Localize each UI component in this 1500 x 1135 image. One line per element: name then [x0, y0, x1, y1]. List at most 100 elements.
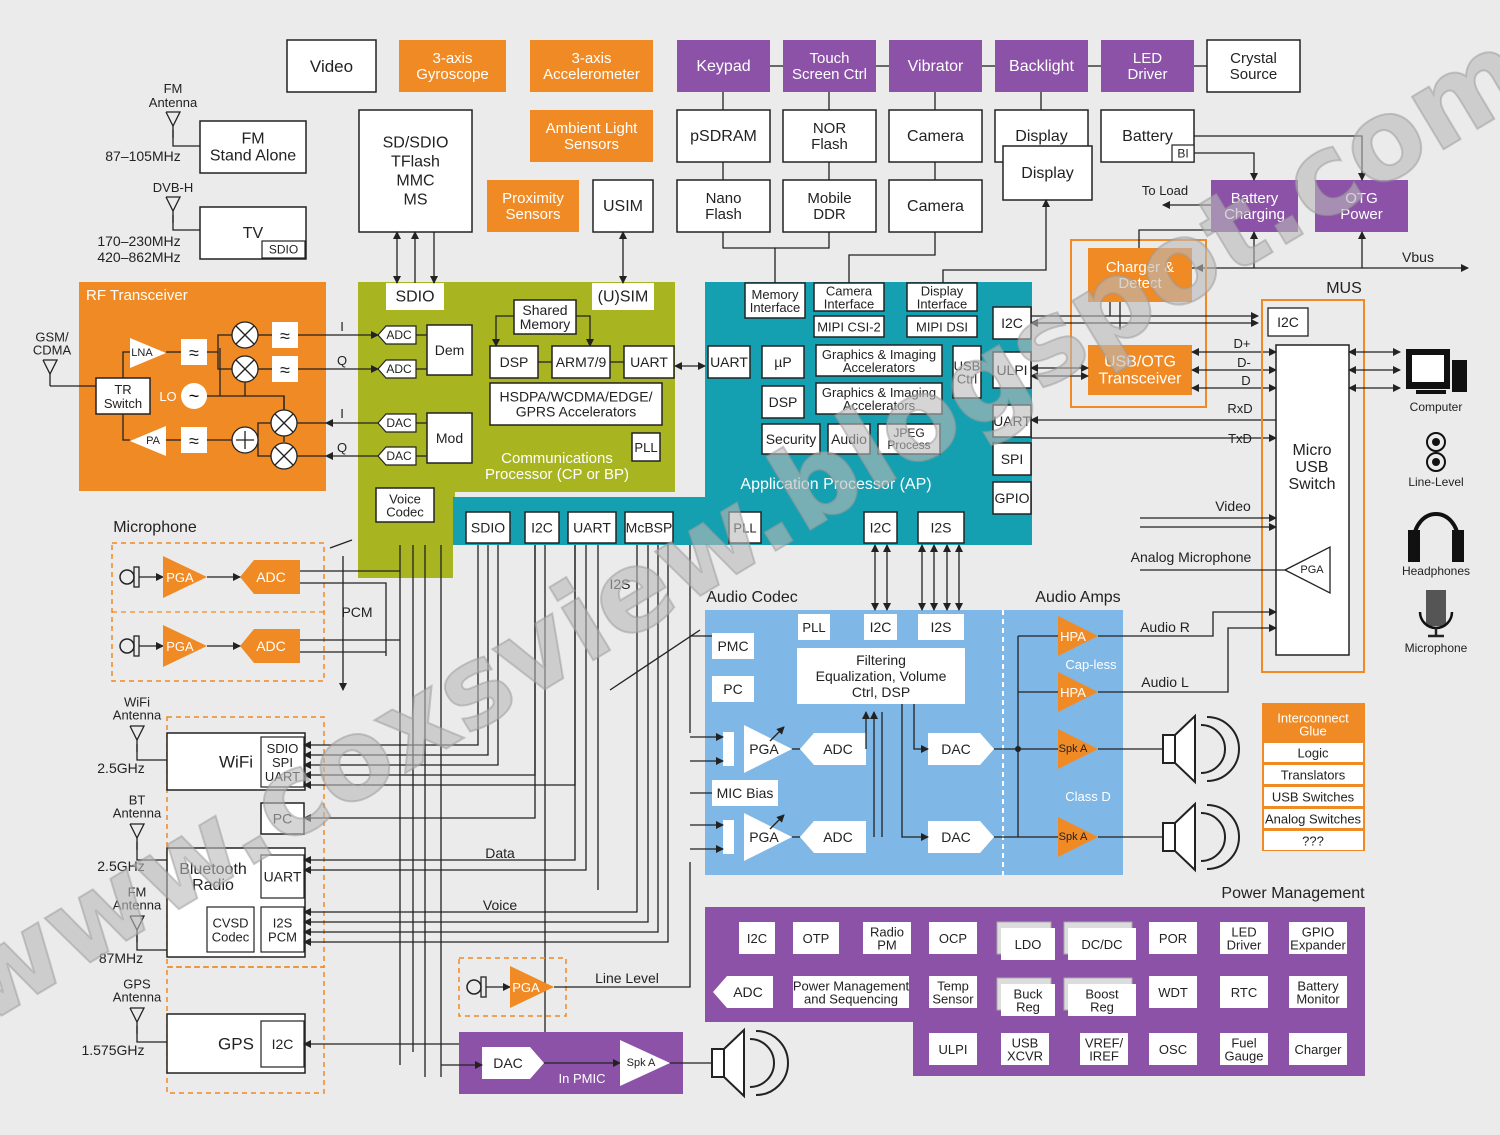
ap-mipi-csi-label: MIPI CSI-2 [817, 319, 881, 334]
power-row1-1-label: OTP [803, 931, 830, 946]
ap-uart2-block: UART [992, 404, 1032, 438]
microphone-icon [1426, 590, 1446, 626]
block-frame [426, 324, 473, 376]
wireless-wifi-label: WiFi [219, 752, 253, 771]
codec-pc-label: PC [723, 681, 742, 697]
speaker-amp-1-label: Spk A [1059, 743, 1088, 755]
line-level-pga [510, 966, 554, 1008]
line-level-pga-label: PGA [512, 980, 540, 995]
glue-item-label: Translators [1281, 767, 1346, 782]
arm-block: ARM7/9 [551, 345, 611, 379]
line-level-mic-icon [466, 979, 482, 995]
filter-icon: ≈ [189, 343, 199, 363]
block-frame [1211, 180, 1298, 232]
block-frame [1206, 39, 1301, 93]
hpa-left [1058, 672, 1098, 712]
block-frame [888, 179, 983, 233]
ap-gpio-block: GPIO [992, 481, 1032, 515]
block-frame [863, 511, 898, 544]
wire [913, 704, 929, 753]
peripherals-usim-label: USIM [603, 198, 643, 215]
power-row3-3-label: OSC [1159, 1042, 1187, 1057]
microprocessor-block: µP [761, 345, 805, 379]
d-plus-label: D+ [1234, 336, 1251, 351]
block-frame [917, 511, 965, 544]
block-frame [1149, 1033, 1197, 1065]
cp-sdio-label: SDIO [395, 288, 434, 305]
analog-microphone-label: Analog Microphone [1131, 549, 1252, 565]
cp-mod-label: Mod [436, 430, 463, 446]
wire [303, 545, 638, 916]
hpa-right-label: HPA [1060, 629, 1086, 644]
sine-icon: ~ [189, 386, 200, 406]
power-row1-0-label: I2C [747, 931, 767, 946]
block-frame [761, 345, 805, 379]
peripherals-display1-label: Display [1015, 128, 1067, 145]
wire [329, 539, 353, 549]
wire [554, 862, 691, 988]
wire [122, 351, 130, 378]
cp-arm-label: ARM7/9 [556, 354, 607, 370]
wire [136, 1026, 167, 1043]
ap-bus-i2c: I2C [524, 511, 560, 544]
wire [303, 545, 587, 874]
peripherals-camera1-label: Camera [907, 128, 964, 145]
rec2-codec-adc [800, 821, 866, 853]
dvbh-label: DVB-H [153, 180, 193, 195]
block-frame [707, 345, 751, 379]
codec-mic-bias-label: MIC Bias [717, 785, 774, 801]
block-frame [793, 976, 909, 1008]
block-frame [888, 109, 983, 163]
cp-pll-label: PLL [634, 440, 657, 455]
ap-b-mcbsp-label: McBSP [626, 520, 673, 536]
block-frame [631, 432, 661, 462]
block-frame [199, 120, 307, 174]
fm-frequency-label: 87–105MHz [105, 148, 181, 164]
fm-antenna-2-icon [129, 915, 146, 932]
block-frame [783, 40, 876, 92]
block-frame [864, 614, 897, 640]
filter-block [272, 322, 298, 348]
voice-label: Voice [483, 897, 517, 913]
peripherals-battery-label: Battery [1122, 128, 1173, 145]
rxd-label: RxD [1227, 401, 1252, 416]
wire [775, 232, 830, 249]
block-frame [992, 351, 1032, 389]
wire [769, 814, 785, 830]
power-row2-block: RTC [1220, 976, 1268, 1008]
speaker-1-icon-wave-2 [1206, 716, 1240, 782]
codec-pmc-label: PMC [717, 638, 748, 654]
speaker-1-icon-wave [1200, 724, 1226, 774]
playback-dac-2 [928, 821, 994, 853]
ap-uart-block: UART [707, 345, 751, 379]
power-row1-block: POR [1149, 922, 1197, 954]
block-frame [782, 109, 877, 163]
mic1-adc [240, 560, 300, 594]
glue-item [1264, 831, 1363, 850]
wire [136, 842, 167, 861]
line-level-jack-icon-2 [1426, 452, 1446, 472]
i2s-pcm-box [260, 906, 305, 953]
rx-i-label: I [340, 319, 344, 334]
power-row3-block: OSC [1149, 1033, 1197, 1065]
mus-label: MUS [1326, 280, 1362, 297]
ap-uart2-label: UART [993, 413, 1031, 429]
block-frame [793, 922, 839, 954]
mus-i2c-box [1267, 307, 1309, 337]
